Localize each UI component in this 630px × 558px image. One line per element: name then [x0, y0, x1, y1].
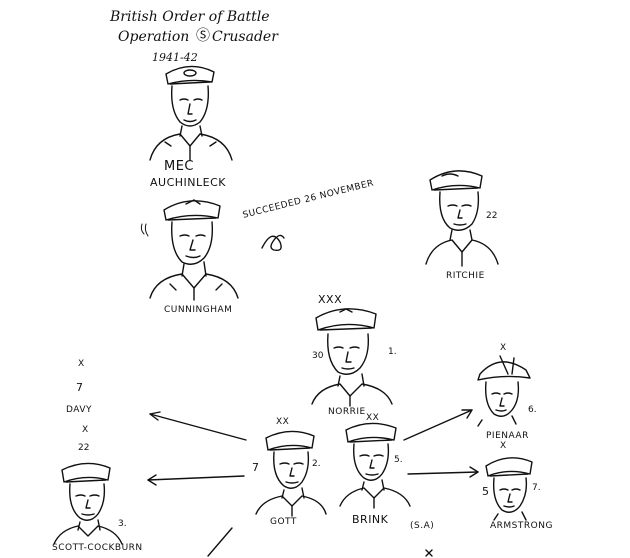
davy-rank: X: [78, 359, 85, 369]
scott-cockburn-number: 22: [78, 443, 90, 453]
gott-sub: 2.: [312, 459, 321, 469]
gott-portrait: [255, 430, 327, 517]
ritchie-name: RITCHIE: [446, 271, 485, 281]
brink-name: BRINK: [352, 513, 389, 526]
brink-sub: 5.: [394, 455, 403, 465]
armstrong-rank: X: [500, 441, 507, 451]
title-line-2a: Operation: [118, 29, 190, 45]
norrie-rank: XXX: [318, 293, 343, 306]
scott-cockburn-name: SCOTT-COCKBURN: [52, 543, 143, 553]
gott-number: 7: [252, 461, 259, 474]
auchinleck-portrait: [149, 65, 233, 161]
title-line-1: British Order of Battle: [110, 9, 270, 25]
armstrong-name: ARMSTRONG: [490, 521, 553, 531]
brink-portrait: [339, 422, 411, 509]
armstrong-number: 5: [482, 485, 489, 498]
title-line-3: 1941-42: [152, 51, 198, 64]
davy-name: DAVY: [66, 405, 93, 415]
ritchie-number: 22: [486, 211, 498, 221]
gott-name: GOTT: [270, 517, 297, 527]
norrie-portrait: [311, 308, 393, 407]
pienaar-number: 6.: [528, 405, 537, 415]
title-line-2b: Crusader: [212, 29, 278, 45]
pienaar-rank: X: [500, 343, 507, 353]
norrie-sub: 1.: [388, 347, 397, 357]
pienaar-portrait: [477, 355, 531, 427]
pienaar-name: PIENAAR: [486, 431, 529, 441]
arrows: [147, 409, 479, 557]
ritchie-portrait: [425, 170, 499, 267]
auchinleck-rank: MEC: [164, 159, 195, 174]
norrie-name: NORRIE: [328, 407, 366, 417]
succession-squiggle: [261, 234, 285, 252]
crusader-symbol-icon: Ⓢ: [196, 28, 210, 44]
armstrong-sub: 7.: [532, 483, 541, 493]
armstrong-portrait: [485, 457, 533, 521]
scott-cockburn-sub: 3.: [118, 519, 127, 529]
auchinleck-name: AUCHINLECK: [150, 176, 226, 189]
cunningham-portrait: [140, 199, 239, 301]
brink-rank: XX: [366, 413, 380, 423]
cunningham-name: CUNNINGHAM: [164, 305, 233, 315]
norrie-number: 30: [312, 351, 324, 361]
scott-cockburn-portrait: [53, 462, 123, 545]
gott-rank: XX: [276, 417, 290, 427]
davy-number: 7: [76, 381, 83, 394]
scott-cockburn-rank: X: [82, 425, 89, 435]
brink-unit: (S.A): [410, 521, 435, 531]
